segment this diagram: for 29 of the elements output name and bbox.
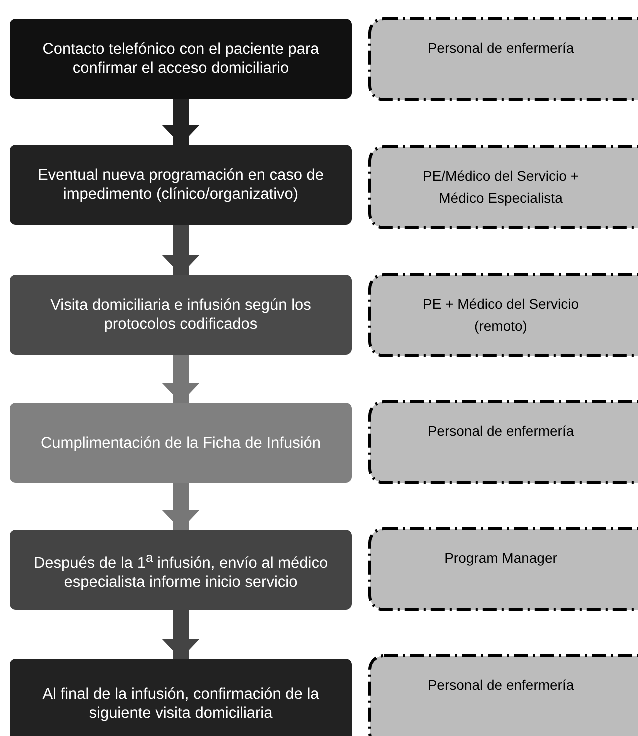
role-text: PE + Médico del Servicio (remoto) xyxy=(422,295,580,336)
process-box xyxy=(10,145,352,225)
step-text: Cumplimentación de la Ficha de Infusión xyxy=(40,434,321,452)
process-box xyxy=(10,403,352,483)
process-box xyxy=(10,19,352,99)
role-box xyxy=(368,145,638,230)
process-box xyxy=(10,530,352,610)
down-arrow xyxy=(162,355,200,403)
step-text: Después de la 1$^{a}$ infusión, envío al médico especialista informe inicio servicio xyxy=(32,548,330,592)
role-text: PE/Médico del Servicio + Médico Especialista xyxy=(422,167,580,208)
step-text: Eventual nueva programación en caso de impedimento (clínico/organizativo) xyxy=(36,166,326,204)
step-text: Visita domiciliaria e infusión según los protocolos codificados xyxy=(50,296,312,334)
role-box xyxy=(368,273,638,358)
down-arrow xyxy=(162,99,200,145)
role-text: Program Manager xyxy=(444,549,558,568)
down-arrow xyxy=(162,483,200,530)
role-box xyxy=(368,654,638,736)
down-arrow xyxy=(162,610,200,659)
step-text: Contacto telefónico con el paciente para confirmar el acceso domiciliario xyxy=(42,40,320,78)
down-arrow xyxy=(162,225,200,275)
process-box xyxy=(10,275,352,355)
step-text: Al final de la infusión, confirmación de la siguiente visita domiciliaria xyxy=(42,685,320,723)
role-box xyxy=(368,17,638,102)
role-text: Personal de enfermería xyxy=(426,39,576,58)
process-box xyxy=(10,659,352,736)
role-box xyxy=(368,527,638,612)
role-box xyxy=(368,400,638,485)
role-text: Personal de enfermería xyxy=(426,676,576,695)
role-text: Personal de enfermería xyxy=(426,422,576,441)
